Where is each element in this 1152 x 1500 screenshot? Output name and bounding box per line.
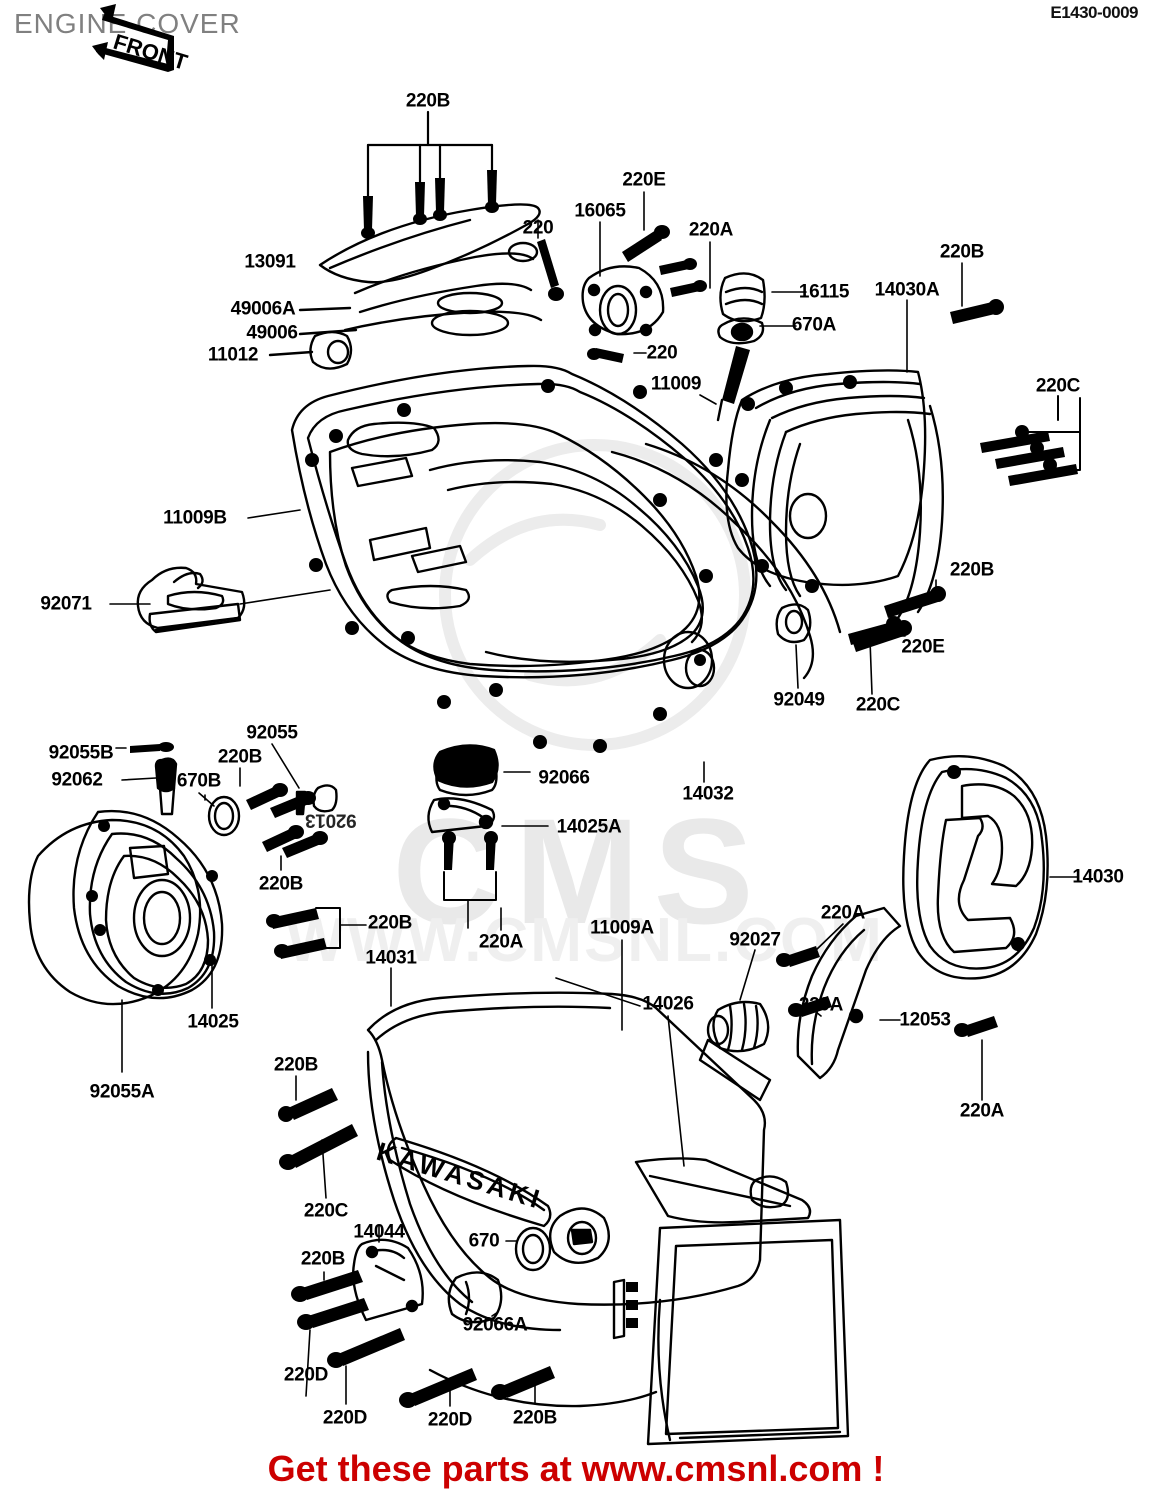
part-number-callout[interactable]: 14025A: [556, 816, 622, 838]
part-number-callout[interactable]: 220C: [855, 694, 901, 716]
part-number-callout[interactable]: 220: [522, 217, 554, 239]
part-number-callout[interactable]: 14044: [353, 1221, 405, 1243]
part-number-callout[interactable]: 220B: [512, 1407, 558, 1429]
part-number-callout[interactable]: 14031: [365, 947, 417, 969]
part-number-callout[interactable]: 11012: [207, 344, 259, 366]
part-number-callout[interactable]: 11009: [650, 373, 702, 395]
part-number-callout[interactable]: 92066: [538, 767, 590, 789]
part-number-callout[interactable]: 220D: [427, 1409, 473, 1431]
part-number-callout[interactable]: 92071: [40, 593, 92, 615]
part-number-callout[interactable]: 14032: [682, 783, 734, 805]
part-number-callout[interactable]: 220B: [258, 873, 304, 895]
part-number-callout[interactable]: 14030A: [874, 279, 940, 301]
part-number-callout[interactable]: 220B: [367, 912, 413, 934]
part-number-callout[interactable]: 92049: [773, 689, 825, 711]
part-number-callout[interactable]: 670: [468, 1230, 500, 1252]
part-number-callout[interactable]: 16065: [574, 200, 626, 222]
part-number-callout[interactable]: 92066A: [462, 1314, 528, 1336]
part-number-callout[interactable]: 220E: [901, 636, 945, 658]
part-number-callout[interactable]: 13091: [244, 251, 296, 273]
part-number-callout[interactable]: 92055B: [48, 742, 114, 764]
part-number-callout[interactable]: 220D: [283, 1364, 329, 1386]
part-number-callout[interactable]: 220C: [1035, 375, 1081, 397]
footer-cta[interactable]: Get these parts at www.cmsnl.com !: [267, 1448, 885, 1489]
part-number-callout[interactable]: 220B: [405, 90, 451, 112]
part-number-callout[interactable]: 220: [646, 342, 678, 364]
part-number-callout[interactable]: 220B: [217, 746, 263, 768]
part-number-callout[interactable]: 220A: [688, 219, 734, 241]
part-number-callout[interactable]: 220B: [300, 1248, 346, 1270]
part-number-callout[interactable]: 92055A: [89, 1081, 155, 1103]
part-number-callout[interactable]: 220D: [322, 1407, 368, 1429]
part-number-callout[interactable]: 220A: [798, 994, 844, 1016]
figure-reference: E1430-0009: [1050, 3, 1138, 22]
part-number-callout[interactable]: 220B: [949, 559, 995, 581]
part-number-callout[interactable]: 220A: [820, 902, 866, 924]
part-number-callout[interactable]: 220B: [939, 241, 985, 263]
part-number-callout[interactable]: 14025: [187, 1011, 239, 1033]
part-number-callout[interactable]: 16115: [798, 281, 850, 303]
part-number-callout[interactable]: 220A: [478, 931, 524, 953]
part-number-callout[interactable]: 11009B: [163, 507, 227, 529]
part-number-callout[interactable]: 670B: [176, 770, 222, 792]
part-number-callout[interactable]: 220A: [959, 1100, 1005, 1122]
part-number-callout[interactable]: 49006A: [230, 298, 296, 320]
part-number-callout[interactable]: 11009A: [590, 917, 654, 939]
part-number-callout[interactable]: 14026: [642, 993, 694, 1015]
part-number-callout[interactable]: 92013: [305, 809, 357, 831]
part-number-callout[interactable]: 12053: [899, 1009, 951, 1031]
part-number-callout[interactable]: 14030: [1072, 866, 1124, 888]
part-number-callout[interactable]: 92027: [729, 929, 781, 951]
part-number-callout[interactable]: 220C: [303, 1200, 349, 1222]
part-number-callout[interactable]: 670A: [791, 314, 837, 336]
part-number-callout[interactable]: 49006: [246, 322, 298, 344]
part-number-callout[interactable]: 220E: [622, 169, 666, 191]
part-number-callout[interactable]: 92055: [246, 722, 298, 744]
part-number-callout[interactable]: 92062: [51, 769, 103, 791]
part-number-callout[interactable]: 220B: [273, 1054, 319, 1076]
